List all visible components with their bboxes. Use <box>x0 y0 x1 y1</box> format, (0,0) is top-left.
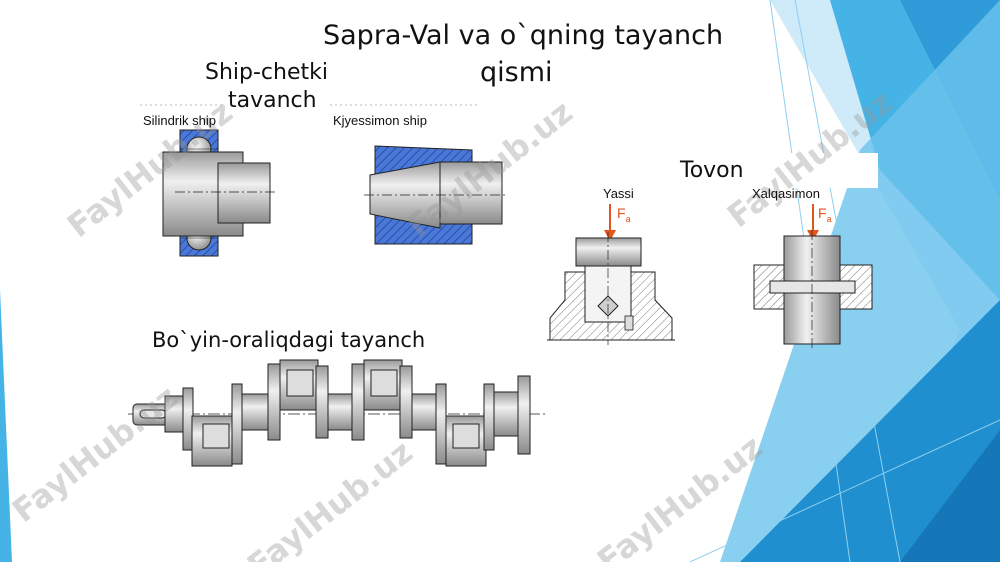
ship-chetki-heading-line1: Ship-chetki <box>205 60 328 85</box>
ship-chetki-heading-line2: tavanch <box>228 88 317 113</box>
boyin-heading: Bo`yin-oraliqdagi tayanch <box>152 328 426 352</box>
ring-thrust-diagram <box>753 204 873 350</box>
flat-thrust-diagram <box>547 204 675 345</box>
axial-force-label: Fa <box>617 205 631 224</box>
flat-thrust-label: Yassi <box>603 186 634 201</box>
slide-title-line1: Sapra-Val va o`qning tayanch <box>323 20 724 51</box>
axial-force-label: Fa <box>818 205 832 224</box>
left-decoration <box>0 290 12 562</box>
crankshaft-diagram <box>128 359 545 467</box>
cylindrical-journal-diagram <box>140 104 275 257</box>
cylindrical-journal-label: Silindrik ship <box>143 113 216 128</box>
conical-journal-label: Kjyessimon ship <box>333 113 427 128</box>
slide-title-line2: qismi <box>480 57 553 88</box>
tovon-heading: Tovon <box>680 158 744 183</box>
conical-journal-diagram <box>330 104 505 245</box>
ring-thrust-label: Xalqasimon <box>752 186 820 201</box>
